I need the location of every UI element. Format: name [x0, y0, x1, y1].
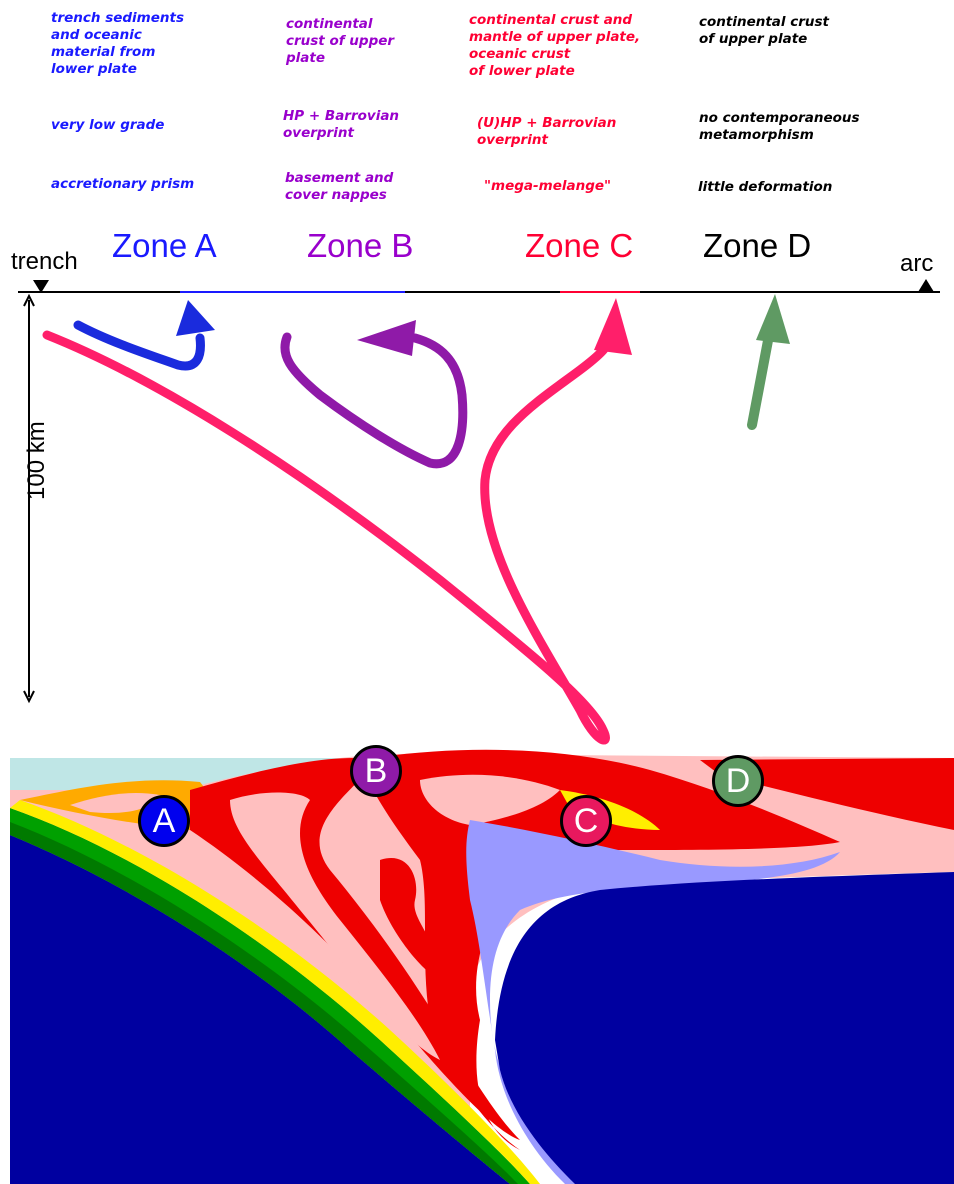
zone-b-structure-text: basement and cover nappes	[285, 170, 394, 203]
zone-b-label: Zone B	[307, 227, 414, 264]
zone-b-grade-text: HP + Barrovian overprint	[283, 108, 400, 141]
mega-melange-pink-core	[420, 774, 560, 825]
zone-b-origin-text: continental crust of upper plate	[286, 16, 395, 66]
zone-c-exhumation-path	[42, 330, 617, 745]
channel-red-blob	[380, 858, 440, 980]
zone-a-structure-text: accretionary prism	[51, 176, 195, 192]
zone-d-label: Zone D	[703, 227, 812, 264]
exhumation-path-diagram	[18, 279, 940, 745]
lower-plate-mantle	[10, 835, 510, 1184]
zone-a-exhumation-path	[73, 320, 205, 371]
slab-green-dark-layer	[10, 822, 518, 1184]
depth-scale-top-arrow-icon	[23, 293, 35, 307]
zone-a-origin-text: trench sediments and oceanic material fr…	[51, 10, 184, 77]
depth-scale-bottom-arrow-icon	[23, 690, 35, 704]
arc-marker-icon	[918, 279, 934, 292]
zone-b-exhumation-path	[280, 332, 468, 469]
zone-c-origin-text: continental crust and mantle of upper pl…	[469, 12, 641, 79]
zone-c-badge: C	[560, 795, 612, 847]
zone-d-origin-text: continental crust of upper plate	[699, 14, 829, 47]
zone-c-label: Zone C	[525, 227, 634, 264]
zone-b-arrowhead-icon	[357, 320, 416, 356]
zone-d-badge: D	[712, 755, 764, 807]
channel-pink-fold	[230, 792, 440, 1060]
mega-melange-oceanic	[466, 820, 840, 1184]
trench-marker-icon	[33, 280, 49, 293]
zone-d-grade-text: no contemporaneous metamorphism	[699, 110, 860, 143]
zone-c-arrowhead-icon	[594, 298, 632, 355]
zone-a-label: Zone A	[112, 227, 217, 264]
zone-a-grade-text: very low grade	[51, 117, 165, 133]
zone-a-badge: A	[138, 795, 190, 847]
zone-d-structure-text: little deformation	[698, 179, 833, 195]
lower-plate-mantle-right	[495, 872, 954, 1184]
zone-d-exhumation-path	[747, 325, 775, 430]
zone-c-structure-text: "mega-melange"	[484, 178, 612, 194]
accretionary-wedge-pink	[70, 793, 160, 814]
zone-c-grade-text: (U)HP + Barrovian overprint	[477, 115, 617, 148]
zone-d-arrowhead-icon	[756, 294, 790, 344]
trench-label: trench	[11, 248, 78, 275]
zone-b-badge: B	[350, 745, 402, 797]
arc-label: arc	[900, 250, 934, 277]
zone-a-arrowhead-icon	[176, 300, 215, 336]
